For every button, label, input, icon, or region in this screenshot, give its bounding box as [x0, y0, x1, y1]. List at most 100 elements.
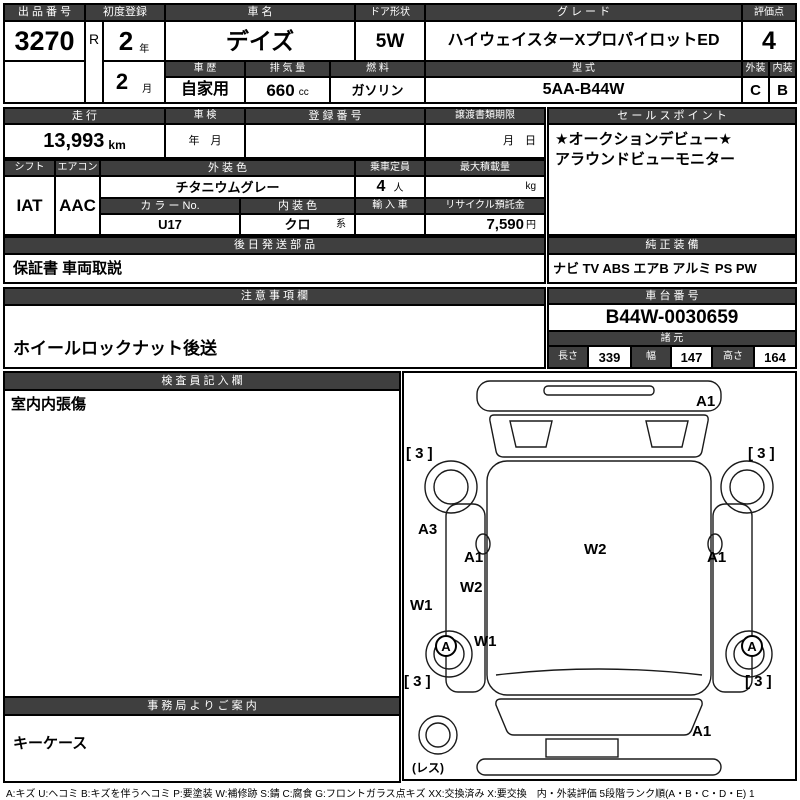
specs-label: 諸 元 [548, 331, 796, 346]
exterior-grade: C [742, 77, 769, 103]
year-unit: 年 [139, 44, 150, 55]
exterior-color-label: 外 装 色 [100, 160, 355, 176]
damage-marker: W2 [460, 579, 483, 596]
fuel-label: 燃 料 [330, 61, 425, 77]
damage-marker: A1 [696, 393, 716, 410]
aircon-value: AAC [55, 176, 100, 235]
mileage: 13,993 km [4, 124, 165, 158]
auction-no-label: 出 品 番 号 [4, 4, 85, 21]
model-code-label: 型 式 [425, 61, 742, 77]
interior-grade-label: 内装 [769, 61, 796, 77]
notes-value: ホイールロックナット後送 [4, 305, 545, 368]
history-label: 車 歴 [165, 61, 245, 77]
registration-no-value [245, 124, 425, 158]
recycle-deposit-unit: 円 [526, 220, 536, 231]
capacity-label: 乗車定員 [355, 160, 425, 176]
grade-label: グ レ ー ド [425, 4, 742, 21]
door-shape-label: ドア形状 [355, 4, 425, 21]
width-label: 幅 [631, 346, 671, 368]
damage-marker: A3 [418, 521, 438, 538]
first-reg-month: 2 月 [103, 61, 165, 103]
car-name-label: 車 名 [165, 4, 355, 21]
interior-grade: B [769, 77, 796, 103]
office-notice-label: 事 務 局 よ り ご 案 内 [4, 697, 400, 715]
recycle-deposit: 7,590 円 [425, 214, 545, 235]
exterior-grade-label: 外装 [742, 61, 769, 77]
registration-no-label: 登 録 番 号 [245, 108, 425, 124]
aircon-label: エアコン [55, 160, 100, 176]
sales-point-label: セ ー ル ス ポ イ ン ト [548, 108, 796, 124]
damage-marker: W2 [584, 541, 607, 558]
era-code: R [85, 21, 103, 103]
score: 4 [742, 21, 796, 61]
interior-color: クロ 系 [240, 214, 355, 235]
damage-marker: [ 3 ] [748, 445, 775, 462]
recycle-deposit-label: リサイクル預託金 [425, 198, 545, 214]
damage-marker: (レス) [412, 761, 444, 775]
sales-point-line2: アラウンドビューモニター [555, 151, 736, 168]
interior-color-suffix: 系 [336, 219, 346, 230]
sales-point-line1: ★オークションデビュー★ [555, 131, 732, 148]
import-label: 輸 入 車 [355, 198, 425, 214]
displacement-number: 660 [266, 80, 295, 100]
damage-marker: A [741, 635, 763, 657]
interior-color-label: 内 装 色 [240, 198, 355, 214]
damage-marker: W1 [474, 633, 497, 650]
color-no-label: カ ラ ー No. [100, 198, 240, 214]
max-load-label: 最大積載量 [425, 160, 545, 176]
max-load-value: kg [425, 176, 545, 198]
exterior-color: チタニウムグレー [100, 176, 355, 198]
shift-label: シフト [4, 160, 55, 176]
inspector-notes-value: 室内内張傷 [4, 390, 400, 697]
genuine-equipment-value: ナビ TV ABS エアB アルミ PS PW [548, 254, 796, 283]
later-parts-value: 保証書 車両取説 [4, 254, 545, 283]
car-name: デイズ [165, 21, 355, 61]
notes-label: 注 意 事 項 欄 [4, 288, 545, 305]
car-outline-illustration [418, 380, 774, 776]
capacity-number: 4 [376, 178, 386, 195]
office-notice-value: キーケース [4, 715, 400, 782]
fuel: ガソリン [330, 77, 425, 103]
door-shape: 5W [355, 21, 425, 61]
mileage-number: 13,993 [43, 130, 105, 152]
transfer-deadline-label: 譲渡書類期限 [425, 108, 545, 124]
length-label: 長さ [548, 346, 588, 368]
chassis-no-label: 車 台 番 号 [548, 288, 796, 304]
damage-marker: W1 [410, 597, 433, 614]
capacity: 4 人 [355, 176, 425, 198]
inspection-label: 車 検 [165, 108, 245, 124]
displacement-unit: cc [298, 87, 309, 98]
inspector-notes-label: 検 査 員 記 入 欄 [4, 372, 400, 390]
height-label: 高さ [712, 346, 754, 368]
genuine-equipment-label: 純 正 装 備 [548, 237, 796, 254]
mileage-unit: km [108, 138, 126, 152]
legend-text: A:キズ U:ヘコミ B:キズを伴うヘコミ P:要塗装 W:補修跡 S:錆 C:… [6, 789, 755, 800]
auction-no-blank [4, 61, 85, 103]
first-registration-label: 初度登録 [85, 4, 165, 21]
import-value [355, 214, 425, 235]
damage-marker: A [435, 635, 457, 657]
width-value: 147 [671, 346, 712, 368]
recycle-deposit-number: 7,590 [486, 216, 524, 233]
first-reg-year-number: 2 [118, 26, 134, 56]
shift-value: IAT [4, 176, 55, 235]
first-reg-month-number: 2 [115, 69, 129, 94]
score-label: 評価点 [742, 4, 796, 21]
color-no: U17 [100, 214, 240, 235]
model-code: 5AA-B44W [425, 77, 742, 103]
damage-marker: [ 3 ] [406, 445, 433, 462]
capacity-unit: 人 [393, 183, 404, 194]
later-parts-label: 後 日 発 送 部 品 [4, 237, 545, 254]
grade: ハイウェイスターXプロパイロットED [425, 21, 742, 61]
damage-marker: A1 [707, 549, 727, 566]
sales-point-body: ★オークションデビュー★ アラウンドビューモニター [548, 124, 796, 235]
history: 自家用 [165, 77, 245, 103]
displacement: 660 cc [245, 77, 330, 103]
chassis-no: B44W-0030659 [548, 304, 796, 331]
length-value: 339 [588, 346, 631, 368]
mileage-label: 走 行 [4, 108, 165, 124]
damage-marker: A1 [692, 723, 712, 740]
